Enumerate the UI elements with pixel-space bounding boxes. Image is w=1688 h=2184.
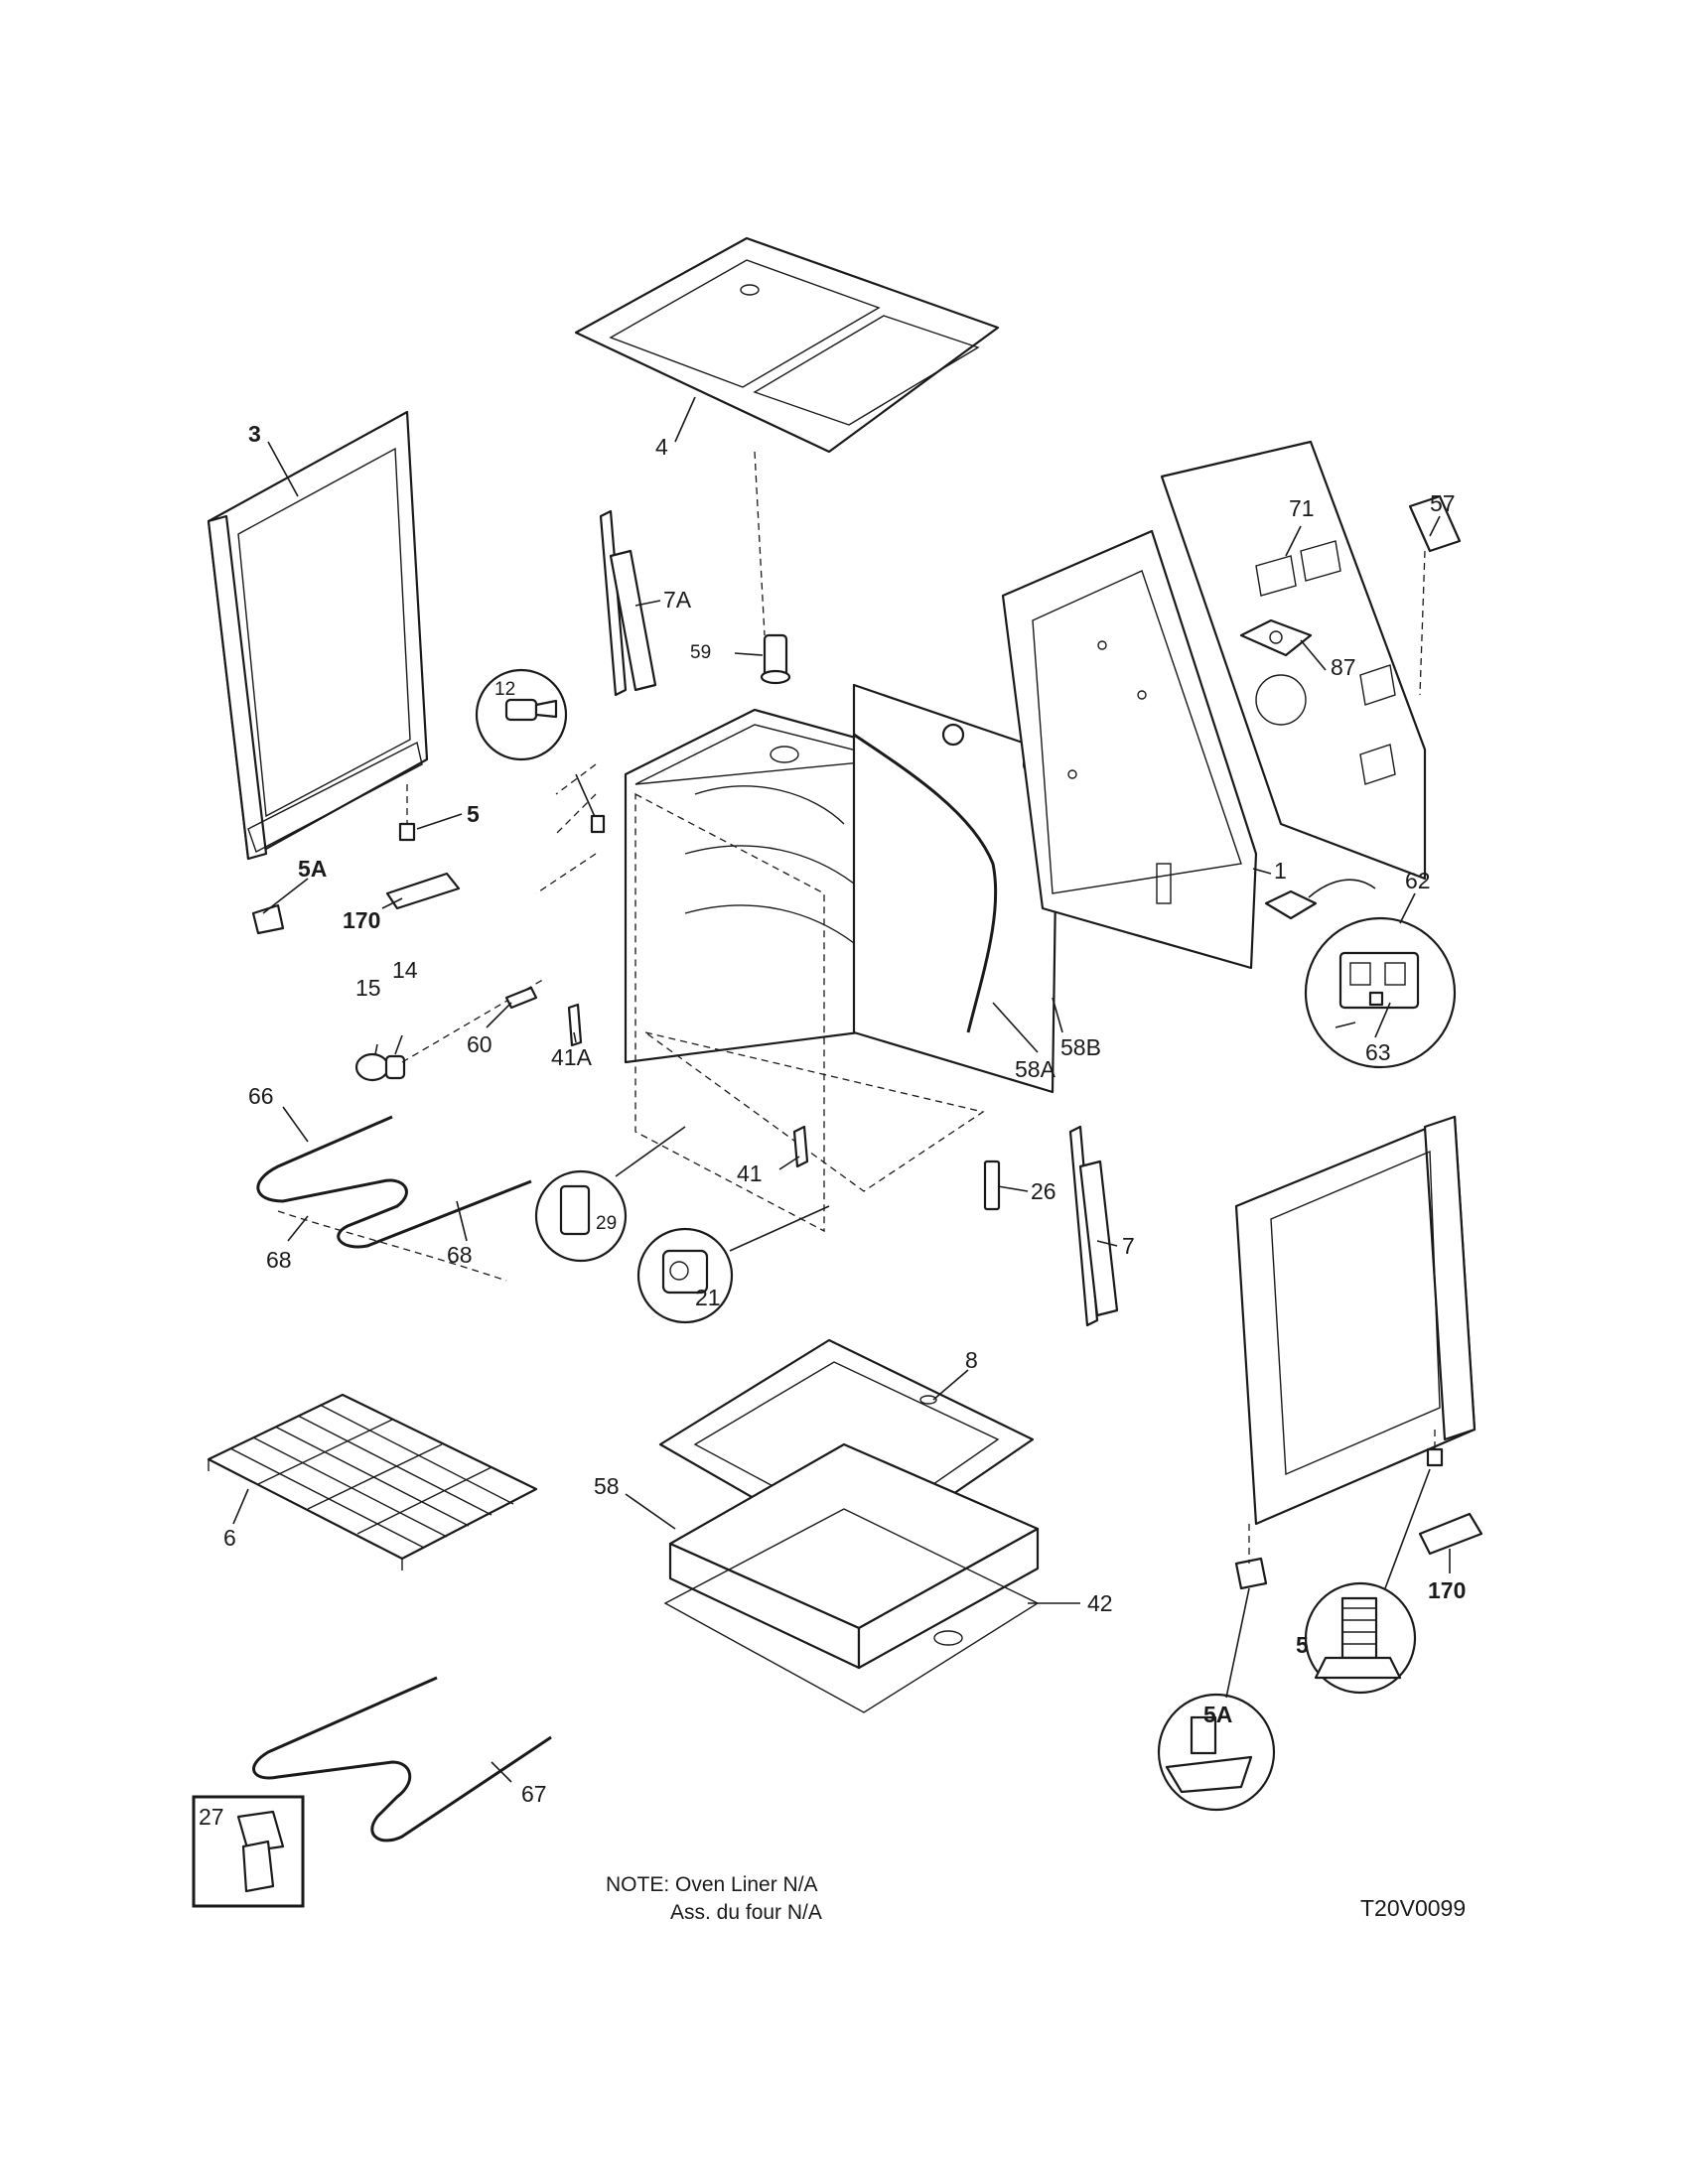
junction-plate-part	[1239, 618, 1313, 726]
leveler-right-part	[1304, 1430, 1444, 1695]
callout-170-left: 170	[343, 907, 380, 933]
callout-41: 41	[737, 1160, 763, 1186]
nut-21-detail	[636, 1205, 830, 1324]
vent-cap-part	[760, 633, 791, 685]
callout-8: 8	[965, 1347, 978, 1373]
note-line-1: NOTE: Oven Liner N/A	[606, 1873, 818, 1896]
callout-5-right: 5	[1296, 1632, 1309, 1658]
bracket-41-part	[792, 1125, 809, 1168]
callout-7a: 7A	[663, 587, 692, 613]
callout-42: 42	[1087, 1590, 1113, 1616]
insulation-pad-part	[668, 1442, 1040, 1670]
bake-element-part	[252, 1676, 552, 1843]
callout-29: 29	[596, 1213, 617, 1234]
rack-guide-26-part	[983, 1160, 1001, 1211]
callout-5a-right: 5A	[1203, 1702, 1232, 1727]
callout-7: 7	[1122, 1233, 1135, 1259]
callout-27: 27	[199, 1804, 224, 1830]
callout-62: 62	[1405, 868, 1431, 893]
bracket-170-right-part	[1418, 1512, 1483, 1556]
callout-68-right: 68	[447, 1242, 473, 1268]
callout-60: 60	[467, 1031, 492, 1057]
callout-12: 12	[494, 679, 515, 700]
oven-body-part	[535, 683, 1059, 1233]
callout-67: 67	[521, 1781, 547, 1807]
callout-21: 21	[695, 1285, 721, 1310]
rack-rail-lower-part	[1068, 1125, 1119, 1327]
lamp-socket-detail	[475, 668, 606, 834]
oven-lamp-part	[354, 977, 547, 1082]
callout-5-left: 5	[467, 801, 480, 827]
leader-lines	[232, 396, 1451, 1783]
callout-63: 63	[1365, 1039, 1391, 1065]
right-side-panel-part	[1234, 1115, 1477, 1526]
part-27-inset-box	[192, 1795, 305, 1908]
callout-87: 87	[1331, 654, 1356, 680]
callout-3: 3	[248, 421, 261, 447]
callout-labels: 3 4 5 5A 170 7A 59 12 14 15 60 41A 58A 5…	[199, 421, 1466, 1830]
callout-58a: 58A	[1015, 1056, 1056, 1082]
bracket-41a-part	[567, 1003, 583, 1047]
top-panel-part	[574, 236, 1000, 636]
callout-68-left: 68	[266, 1247, 292, 1273]
clip-29-detail	[534, 1126, 686, 1263]
note-line-2: Ass. du four N/A	[670, 1901, 822, 1924]
rear-cover-part	[1160, 440, 1427, 881]
callout-71: 71	[1289, 495, 1315, 521]
broil-element-part	[256, 1115, 532, 1282]
callout-58: 58	[594, 1473, 620, 1499]
label-plate-part	[1408, 494, 1462, 696]
callout-4: 4	[655, 434, 668, 460]
callout-58b: 58B	[1060, 1034, 1101, 1060]
left-side-panel-part	[207, 410, 429, 861]
rack-rail-upper-part	[599, 509, 657, 697]
bracket-170-left-part	[385, 872, 461, 910]
callout-66: 66	[248, 1083, 274, 1109]
callout-15: 15	[355, 975, 381, 1001]
bracket-60-part	[504, 986, 538, 1010]
rear-panel-part	[1001, 529, 1258, 970]
terminal-block-part	[1264, 879, 1457, 1069]
callout-26: 26	[1031, 1178, 1056, 1204]
callout-59: 59	[690, 642, 711, 663]
callout-6: 6	[223, 1525, 236, 1551]
diagram-reference-code: T20V0099	[1360, 1895, 1466, 1921]
leveler-base-right-part	[1157, 1524, 1276, 1812]
callout-1: 1	[1274, 858, 1287, 884]
callout-170-right: 170	[1428, 1577, 1466, 1603]
callout-14: 14	[392, 957, 418, 983]
callout-5a-left: 5A	[298, 856, 327, 882]
callout-41a: 41A	[551, 1044, 593, 1070]
leveler-left-part	[398, 784, 416, 842]
callout-57: 57	[1430, 490, 1456, 516]
oven-rack-part	[207, 1393, 538, 1570]
